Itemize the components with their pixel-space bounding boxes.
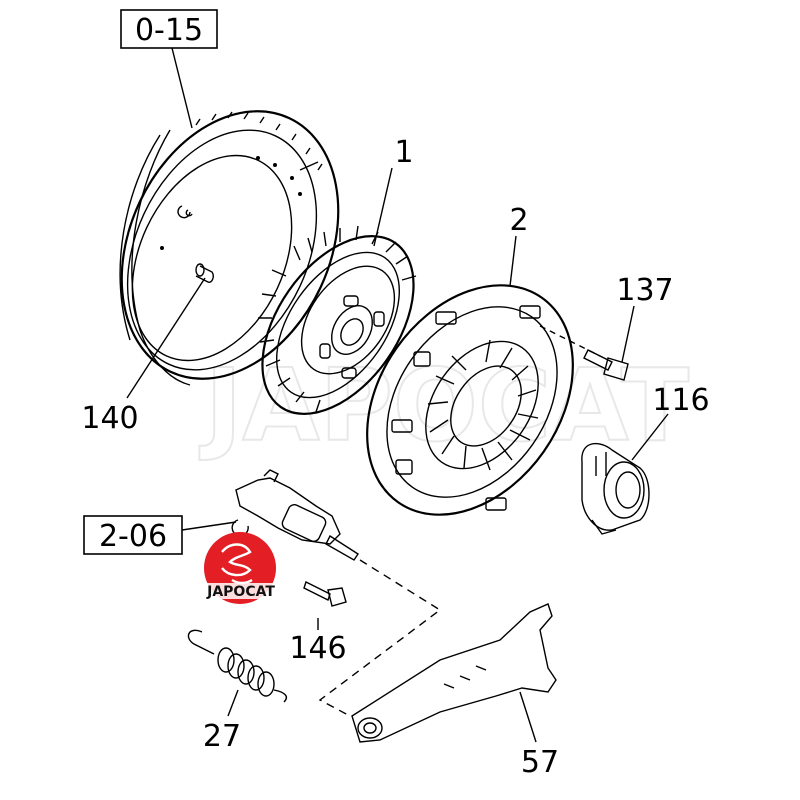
pressure-plate-label: 2 bbox=[509, 203, 528, 238]
flywheel-ref-box: 0-15 bbox=[120, 9, 218, 129]
clutch-disc: 1 bbox=[258, 135, 417, 415]
slave-cylinder-ref-box: 2-06 bbox=[83, 515, 237, 555]
release-bearing: 116 bbox=[581, 383, 710, 535]
bolt-146: 146 bbox=[289, 581, 347, 666]
bolt-137-label: 137 bbox=[616, 273, 673, 308]
bolt-146-label: 146 bbox=[289, 631, 346, 666]
return-spring: 27 bbox=[187, 629, 288, 754]
clutch-disc-label: 1 bbox=[394, 135, 413, 170]
pin: 140 bbox=[81, 263, 214, 436]
slave-cylinder bbox=[231, 469, 442, 717]
watermark: JAPOCAT bbox=[199, 347, 689, 464]
release-fork: 57 bbox=[351, 603, 559, 780]
spring-label: 27 bbox=[203, 719, 241, 754]
release-fork-label: 57 bbox=[521, 745, 559, 780]
slave-cylinder-ref-label: 2-06 bbox=[99, 519, 167, 554]
japocat-logo: JAPOCAT bbox=[196, 532, 286, 604]
release-bearing-label: 116 bbox=[652, 383, 709, 418]
bolt-137: 137 bbox=[583, 273, 674, 381]
logo-text: JAPOCAT bbox=[206, 584, 275, 600]
flywheel-ref-label: 0-15 bbox=[135, 13, 203, 48]
pin-label: 140 bbox=[81, 401, 138, 436]
pressure-plate: 2 bbox=[366, 203, 574, 516]
flywheel bbox=[119, 110, 340, 386]
